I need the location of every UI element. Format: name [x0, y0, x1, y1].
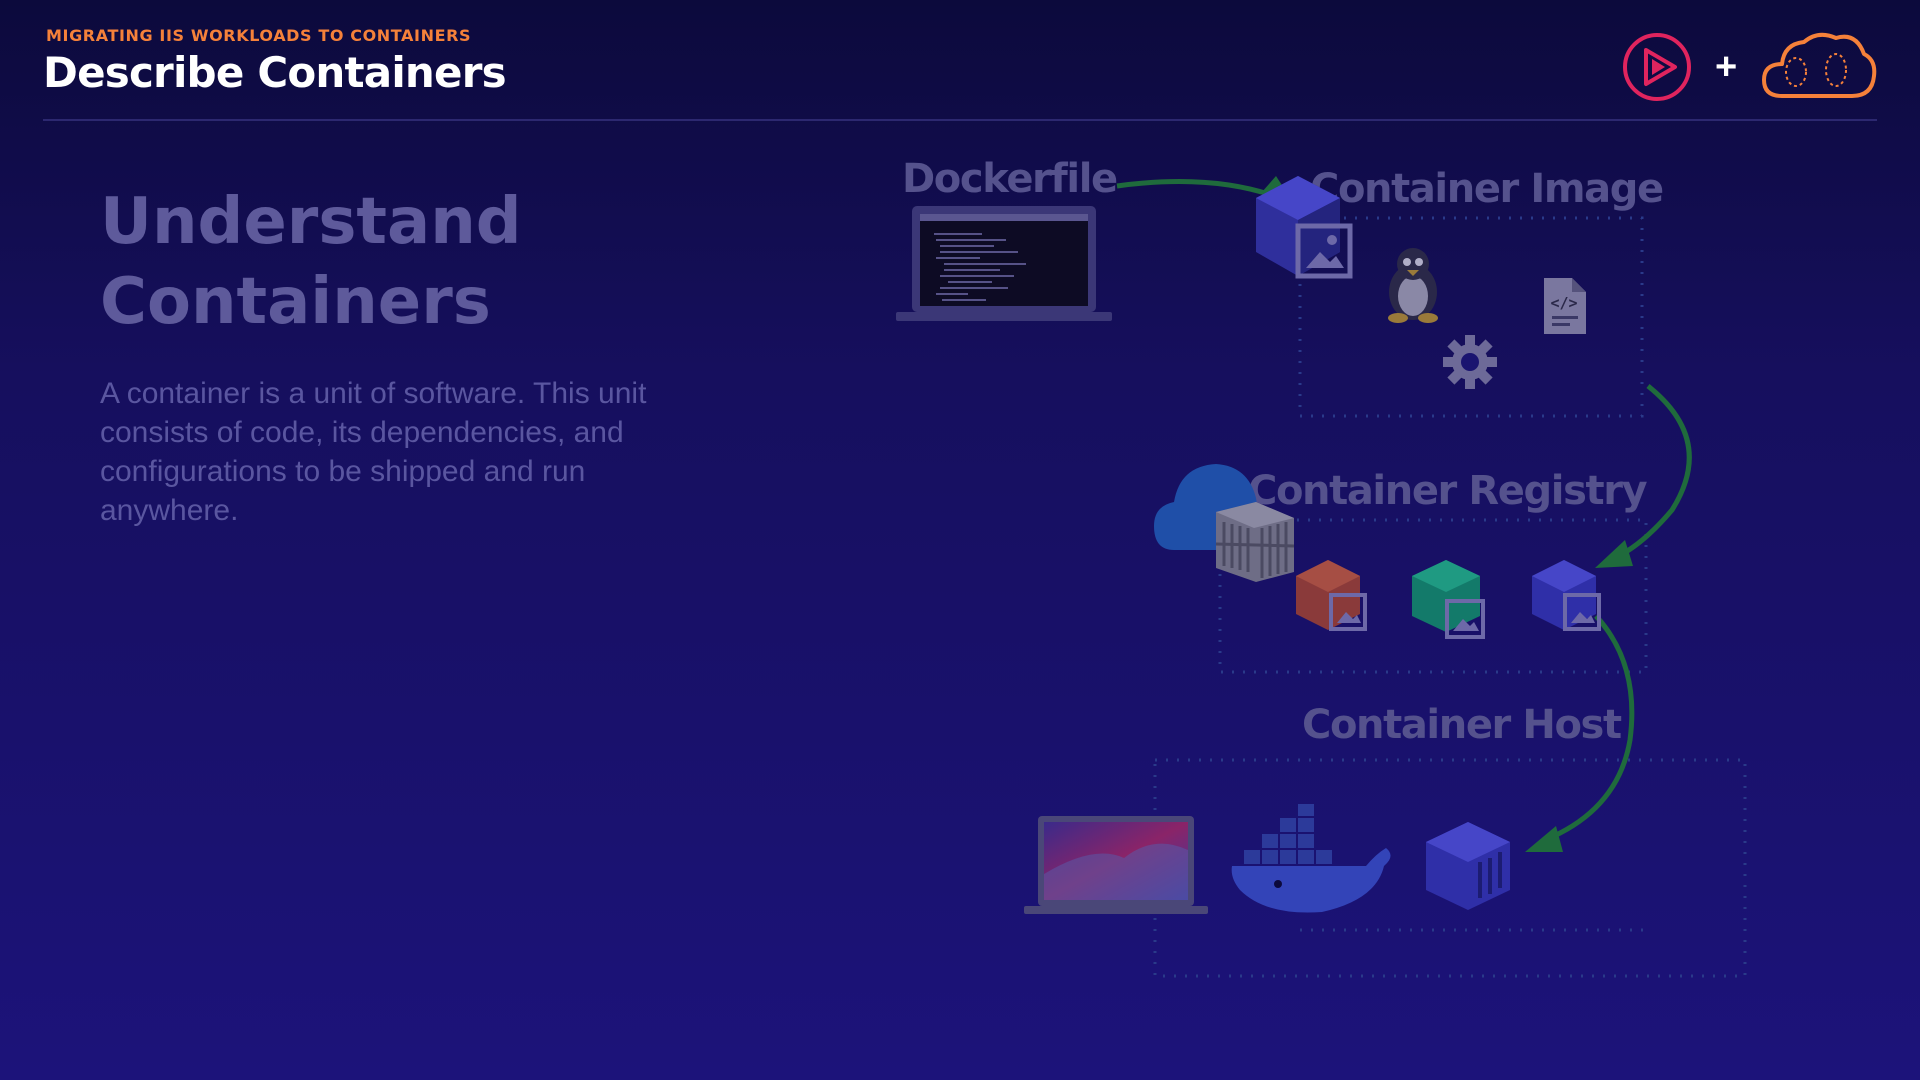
image-icon: [1445, 599, 1485, 639]
cloud-logo-icon: [1762, 32, 1877, 98]
slide-title: Describe Containers: [43, 48, 507, 97]
image-icon: [1329, 593, 1367, 631]
linux-penguin-icon: [1388, 248, 1438, 323]
image-icon: [1563, 593, 1601, 631]
docker-whale-icon: [1231, 804, 1391, 913]
container-image-label: Container Image: [1310, 166, 1664, 212]
play-logo-icon: [1623, 33, 1691, 101]
container-cube-icon: [1412, 560, 1480, 632]
plus-sign: +: [1715, 46, 1738, 88]
laptop-icon: [1024, 816, 1208, 914]
section-heading: Understand Containers: [100, 182, 660, 342]
heading-line-2: Containers: [100, 265, 491, 339]
laptop-code-icon: [896, 206, 1112, 321]
header-divider: [43, 119, 1877, 121]
code-file-glyph: </>: [1550, 294, 1577, 312]
dockerfile-label: Dockerfile: [902, 156, 1118, 202]
shipping-container-icon: [1215, 502, 1295, 582]
container-cube-icon: [1426, 822, 1510, 910]
gear-icon: [1443, 335, 1497, 389]
container-registry-label: Container Registry: [1248, 468, 1648, 514]
container-host-label: Container Host: [1302, 702, 1622, 748]
eyebrow-text: MIGRATING IIS WORKLOADS TO CONTAINERS: [46, 26, 472, 45]
image-icon: [1295, 223, 1353, 279]
code-file-icon: </>: [1544, 278, 1586, 334]
heading-line-1: Understand: [100, 185, 522, 259]
container-cube-icon: [1296, 560, 1360, 630]
body-paragraph: A container is a unit of software. This …: [100, 377, 647, 527]
